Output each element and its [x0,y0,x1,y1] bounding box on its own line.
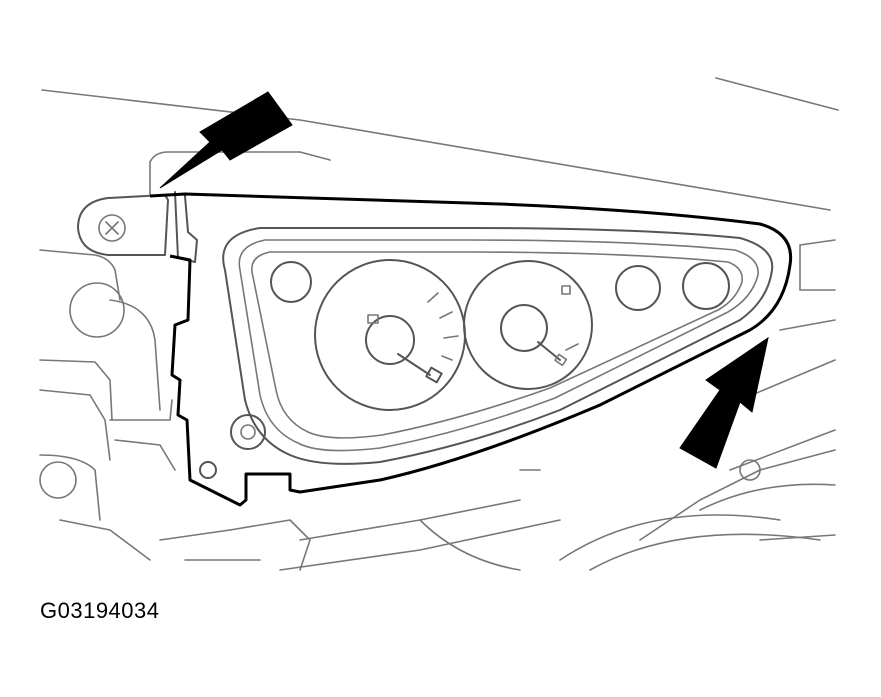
indicator-dials [615,262,730,311]
upper-left-arrow-icon [159,91,293,189]
speedometer-gauge [314,259,466,411]
lower-right-arrow-icon [679,336,769,469]
background-structure [39,77,839,571]
callout-arrows [159,91,769,469]
secondary-gauge [463,260,593,390]
figure-reference-code: G03194034 [40,598,160,623]
cluster-bezel [149,192,793,507]
mounting-bracket [77,191,198,263]
